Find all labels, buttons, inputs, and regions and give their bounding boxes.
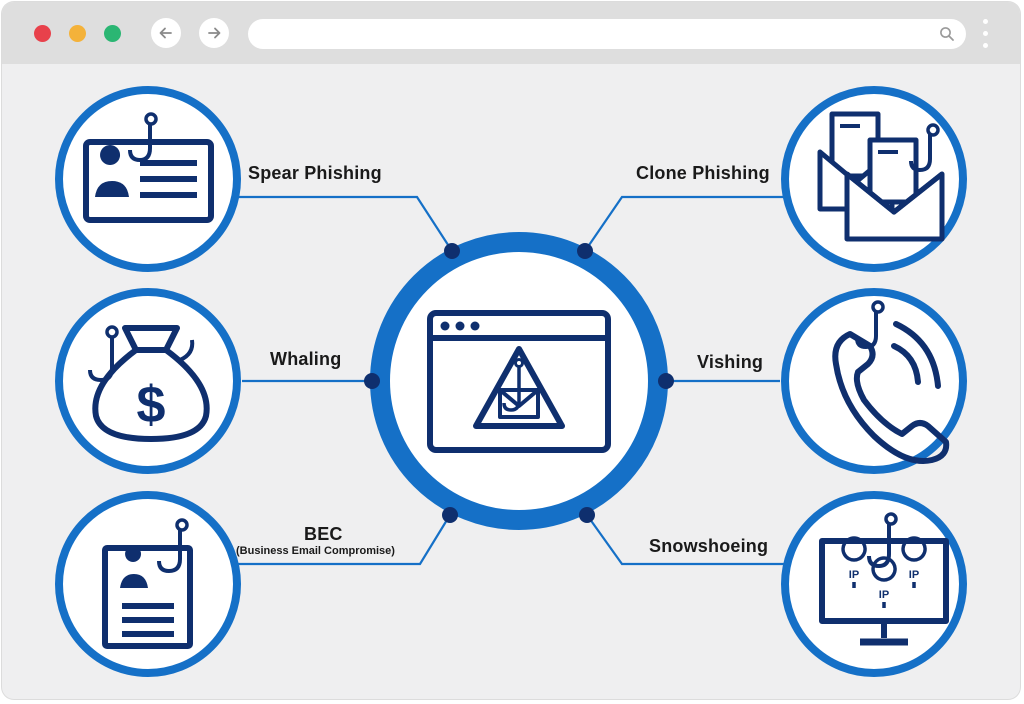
connector-spear <box>237 195 453 252</box>
address-bar-input[interactable] <box>248 19 966 49</box>
maximize-window-button[interactable] <box>104 25 121 42</box>
kebab-menu-icon[interactable] <box>978 17 992 51</box>
phishing-types-diagram: $ <box>2 64 1020 699</box>
document-hook-icon <box>102 518 193 649</box>
label-bec: BEC <box>304 524 343 544</box>
browser-titlebar <box>2 2 1020 64</box>
diagram-canvas: $ <box>55 86 967 677</box>
close-window-button[interactable] <box>34 25 51 42</box>
svg-text:IP: IP <box>909 569 919 581</box>
id-card-hook-icon <box>83 112 214 223</box>
svg-text:IP: IP <box>879 589 889 601</box>
label-clone-phishing: Clone Phishing <box>636 163 770 183</box>
label-spear-phishing: Spear Phishing <box>248 163 382 183</box>
label-whaling: Whaling <box>270 349 342 369</box>
forward-button[interactable] <box>199 18 229 48</box>
arrow-right-icon <box>208 27 221 39</box>
connector-bec <box>237 514 451 566</box>
connector-dots <box>364 243 674 523</box>
money-bag-hook-icon: $ <box>88 325 210 442</box>
connector-snow <box>586 514 785 566</box>
back-button[interactable] <box>151 18 181 48</box>
phone-hook-icon <box>832 300 950 464</box>
magnifier-icon[interactable] <box>939 26 955 42</box>
label-vishing: Vishing <box>697 352 764 372</box>
minimize-window-button[interactable] <box>69 25 86 42</box>
browser-window-with-phishing-warning-icon <box>427 310 611 453</box>
connector-clone <box>584 195 785 252</box>
svg-text:$: $ <box>137 376 166 434</box>
monitor-ip-hook-icon: IP IP IP <box>819 512 949 646</box>
arrow-left-icon <box>159 27 172 39</box>
svg-text:IP: IP <box>849 569 859 581</box>
connector-lines <box>237 195 785 566</box>
label-bec-subtitle: (Business Email Compromise) <box>236 545 395 557</box>
envelopes-hook-icon <box>817 111 945 242</box>
label-snowshoeing: Snowshoeing <box>649 536 769 556</box>
